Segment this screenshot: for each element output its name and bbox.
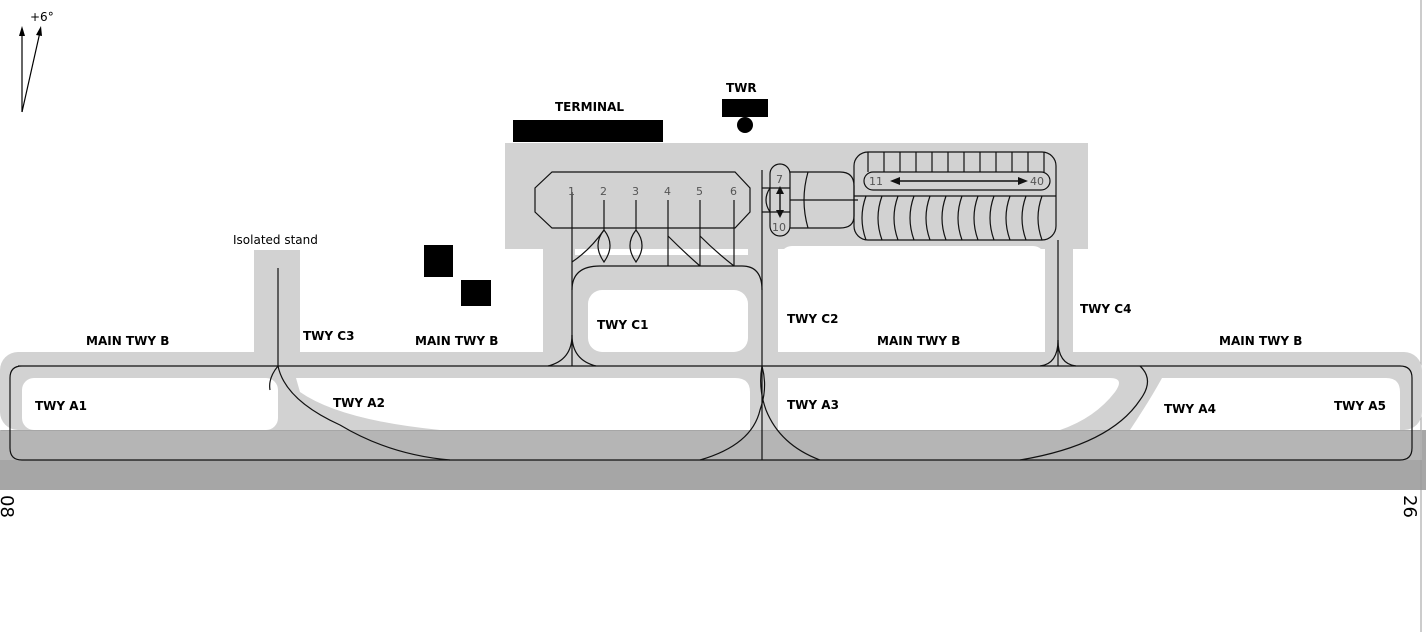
main-twy-b-label-3: MAIN TWY B [877,334,960,348]
grass-areas [1,246,1421,431]
tower-label: TWR [726,81,757,95]
main-twy-b-label-1: MAIN TWY B [86,334,169,348]
terminal-stands [534,171,751,267]
building-b [461,280,491,306]
stand-number: 1 [568,185,575,198]
runway-end-right-label: 26 [1399,495,1420,518]
stand-number: 7 [776,173,783,186]
stand-number: 5 [696,185,703,198]
twy-a4-label: TWY A4 [1164,402,1216,416]
twy-a1-label: TWY A1 [35,399,87,413]
twy-c4-label: TWY C4 [1080,302,1131,316]
terminal-label: TERMINAL [555,100,624,114]
stand-number: 6 [730,185,737,198]
runway-end-left-label: 08 [0,495,17,518]
stand-number: 2 [600,185,607,198]
control-tower-building [722,99,768,117]
main-twy-b-label-4: MAIN TWY B [1219,334,1302,348]
twy-c2-label: TWY C2 [787,312,838,326]
twy-c3-label: TWY C3 [303,329,354,343]
taxiway-centrelines [9,170,1413,461]
twy-a3-label: TWY A3 [787,398,839,412]
stand-number: 10 [772,221,786,234]
stand-number: 40 [1030,175,1044,188]
stand-number: 4 [664,185,671,198]
remote-stands [762,151,1057,241]
building-a [424,245,453,277]
control-tower-icon [737,117,753,133]
stand-number: 3 [632,185,639,198]
terminal-building [513,120,663,142]
twy-c1-label: TWY C1 [597,318,648,332]
twy-a5-label: TWY A5 [1334,399,1386,413]
stand-number: 11 [869,175,883,188]
main-twy-b-label-2: MAIN TWY B [415,334,498,348]
declination-label: +6° [30,10,54,24]
north-arrow-icon [19,26,42,113]
twy-a2-label: TWY A2 [333,396,385,410]
isolated-stand-label: Isolated stand [233,233,318,247]
